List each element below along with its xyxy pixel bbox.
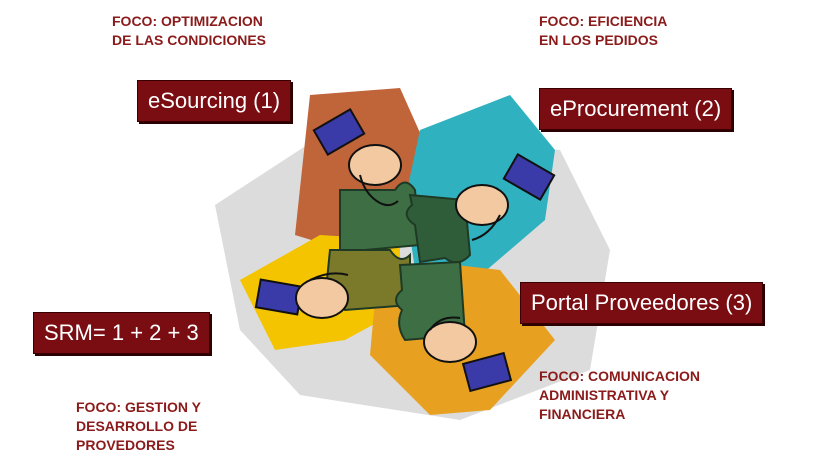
hand-icon bbox=[423, 316, 513, 393]
focus-gestion-text: FOCO: GESTION Y DESARROLLO DE PROVEDORES bbox=[76, 399, 201, 453]
focus-optimizacion-text: FOCO: OPTIMIZACION DE LAS CONDICIONES bbox=[112, 13, 267, 48]
hand-icon bbox=[312, 108, 402, 207]
portal-proveedores-label: Portal Proveedores (3) bbox=[520, 282, 764, 324]
hand-icon bbox=[254, 272, 349, 319]
srm-formula-label: SRM= 1 + 2 + 3 bbox=[33, 312, 210, 354]
esourcing-label: eSourcing (1) bbox=[137, 80, 292, 122]
focus-eficiencia-text: FOCO: EFICIENCIA EN LOS PEDIDOS bbox=[539, 13, 668, 48]
focus-comunicacion-text: FOCO: COMUNICACION ADMINISTRATIVA Y FINA… bbox=[539, 368, 700, 422]
eprocurement-label: eProcurement (2) bbox=[539, 88, 733, 130]
hand-icon bbox=[455, 153, 556, 241]
